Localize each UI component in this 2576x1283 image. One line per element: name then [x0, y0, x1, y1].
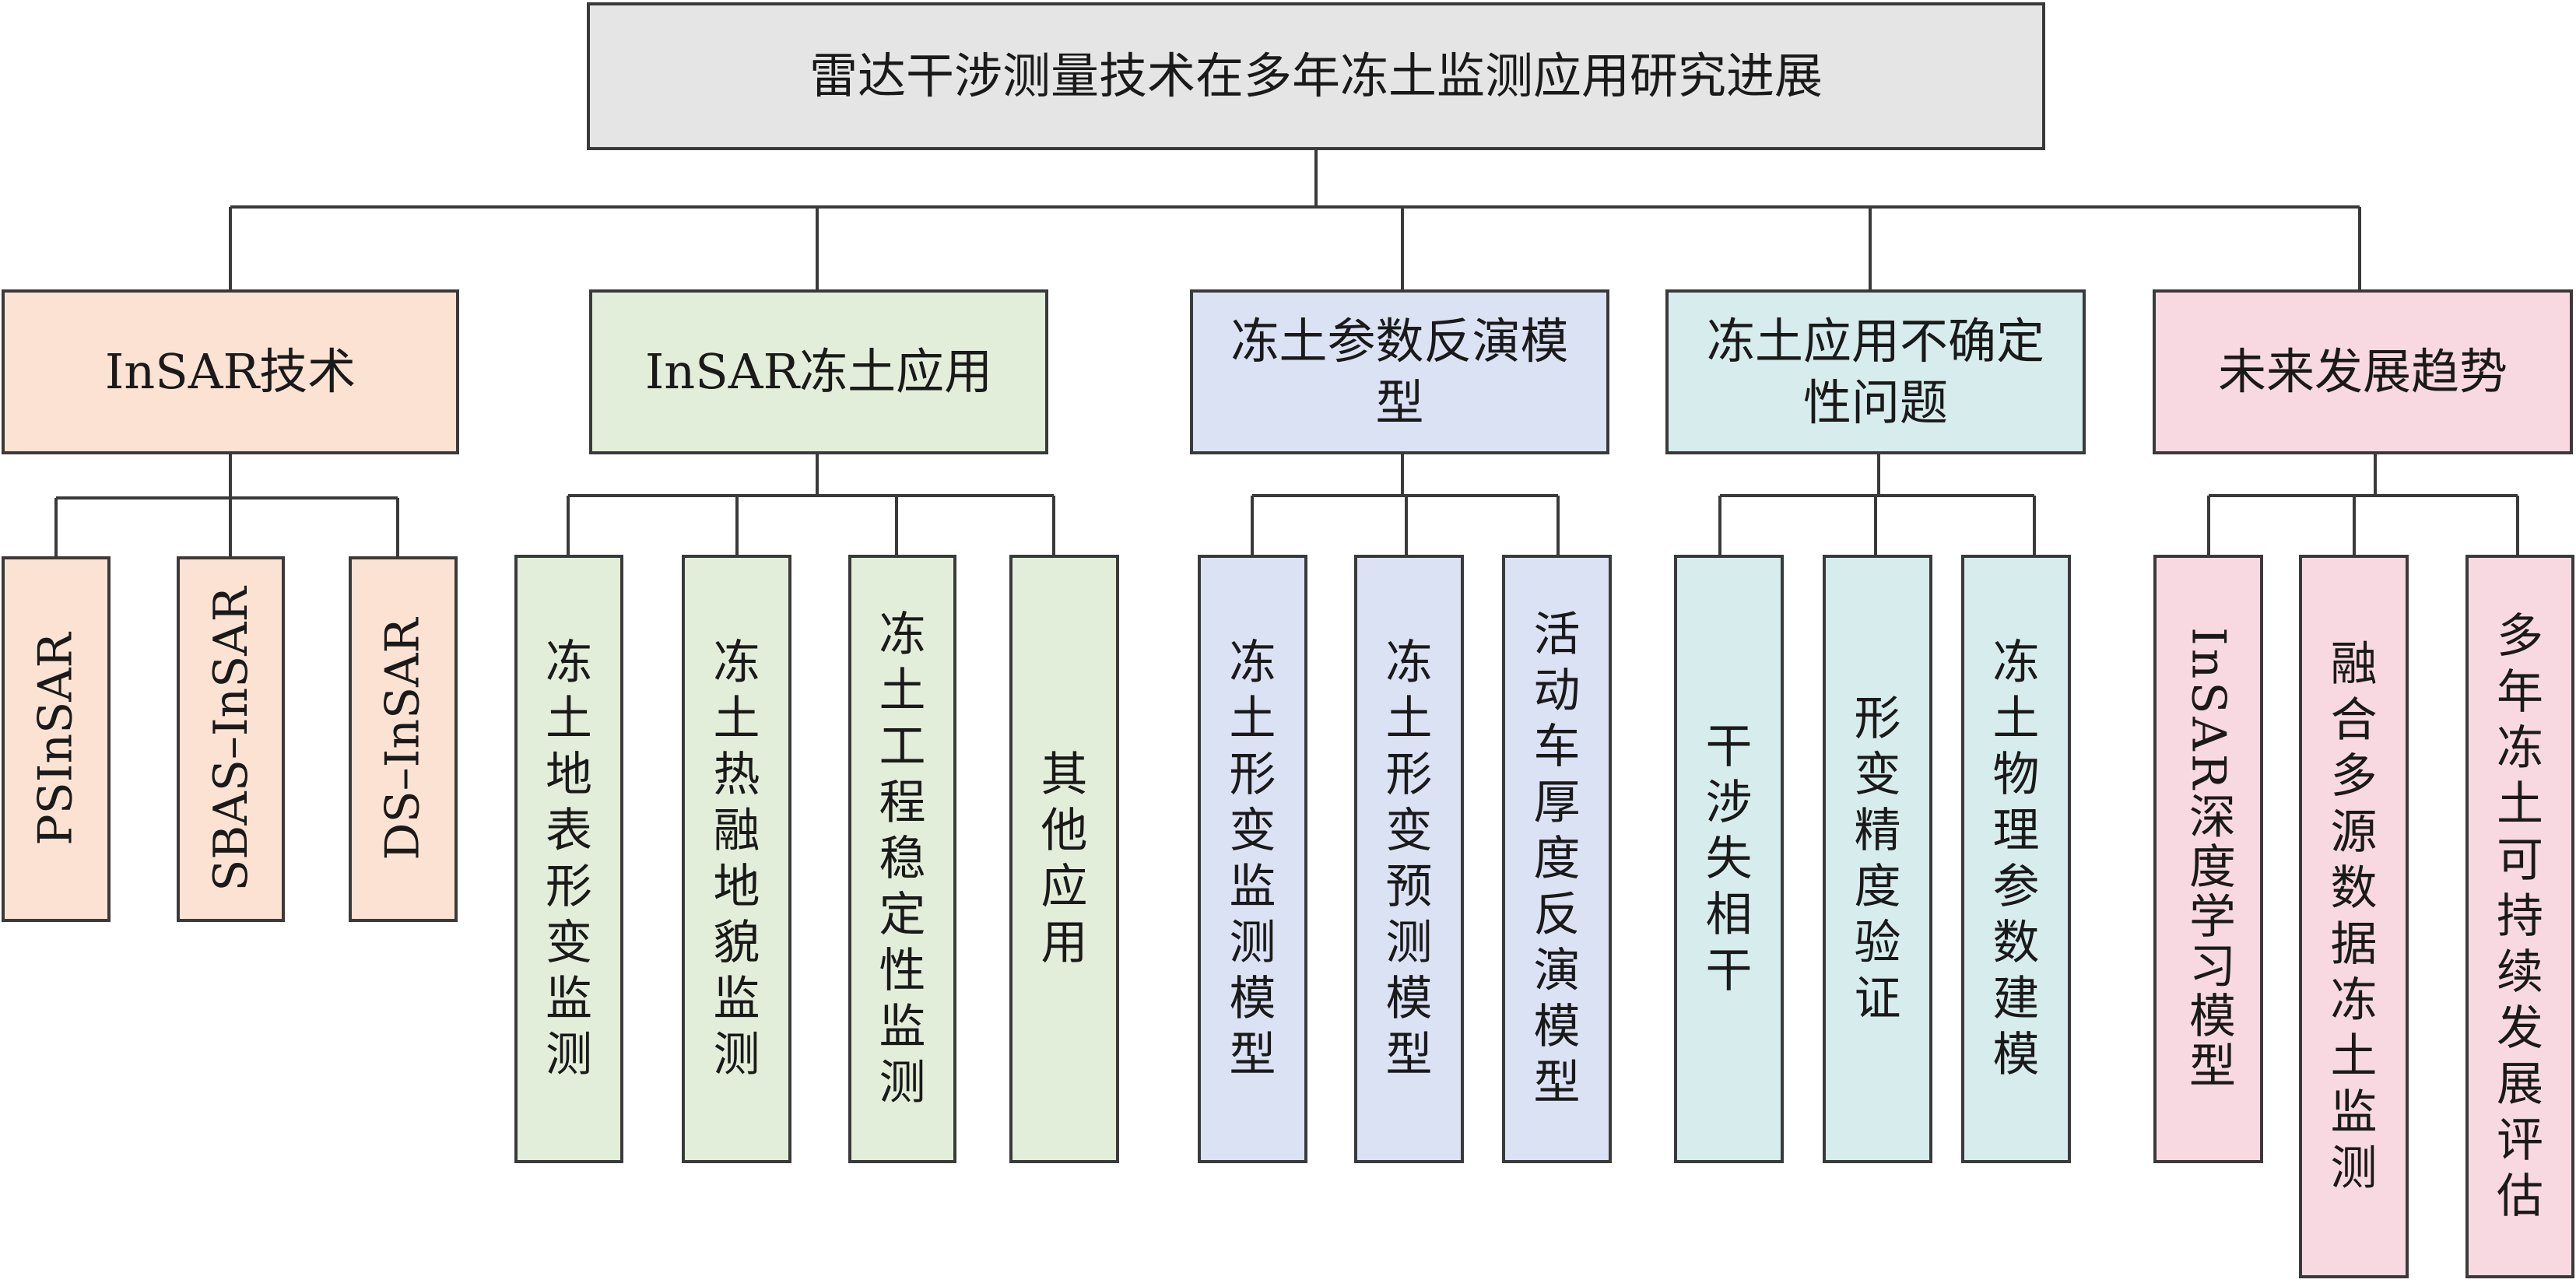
- category-title: 冻土参数反演模型: [1230, 312, 1569, 431]
- leaf-label: 冻土形变预测模型: [1385, 636, 1433, 1082]
- leaf-box-5-2: 融合多源数据冻土监测: [2299, 555, 2409, 1278]
- leaf-box-1-1: PSInSAR: [2, 556, 111, 922]
- leaf-label: 冻土工程稳定性监测: [879, 608, 926, 1110]
- leaf-box-4-3: 冻土物理参数建模: [1961, 555, 2071, 1163]
- category-box-5: 未来发展趋势: [2153, 289, 2573, 454]
- category-box-3: 冻土参数反演模型: [1190, 289, 1609, 454]
- leaf-label: 活动车厚度反演模型: [1533, 608, 1581, 1110]
- leaf-box-3-3: 活动车厚度反演模型: [1502, 555, 1612, 1163]
- leaf-label: SBAS–InSAR: [203, 587, 258, 892]
- leaf-label: DS–InSAR: [376, 618, 431, 861]
- leaf-box-4-1: 干涉失相干: [1674, 555, 1784, 1163]
- leaf-box-5-3: 多年冻土可持续发展评估: [2465, 555, 2574, 1278]
- category-title: 未来发展趋势: [2217, 343, 2508, 401]
- leaf-label: 融合多源数据冻土监测: [2330, 637, 2378, 1196]
- leaf-box-4-2: 形变精度验证: [1823, 555, 1932, 1163]
- category-title: 冻土应用不确定性问题: [1706, 312, 2044, 431]
- root-title-box: 雷达干涉测量技术在多年冻土监测应用研究进展: [587, 2, 2045, 150]
- leaf-box-5-1: InSAR深度学习模型: [2153, 555, 2263, 1163]
- leaf-label: 冻土地表形变监测: [546, 636, 592, 1082]
- leaf-box-1-3: DS–InSAR: [349, 556, 458, 922]
- leaf-box-3-1: 冻土形变监测模型: [1198, 555, 1307, 1163]
- leaf-label: 形变精度验证: [1854, 692, 1901, 1026]
- category-box-4: 冻土应用不确定性问题: [1665, 289, 2086, 454]
- leaf-box-1-2: SBAS–InSAR: [177, 556, 285, 922]
- leaf-box-2-1: 冻土地表形变监测: [514, 555, 623, 1163]
- leaf-label: 其他应用: [1041, 748, 1088, 970]
- leaf-label: 冻土物理参数建模: [1992, 636, 2040, 1082]
- leaf-label: PSInSAR: [29, 633, 83, 846]
- category-title: InSAR冻土应用: [644, 343, 993, 401]
- leaf-label: 冻土形变监测模型: [1229, 636, 1276, 1082]
- category-box-1: InSAR技术: [2, 289, 459, 454]
- category-box-2: InSAR冻土应用: [589, 289, 1048, 454]
- category-title: InSAR技术: [104, 343, 356, 401]
- leaf-label: 冻土热融地貌监测: [713, 636, 760, 1082]
- leaf-box-3-2: 冻土形变预测模型: [1354, 555, 1464, 1163]
- leaf-box-2-2: 冻土热融地貌监测: [682, 555, 791, 1163]
- leaf-label: 干涉失相干: [1705, 720, 1753, 998]
- leaf-label: 多年冻土可持续发展评估: [2497, 609, 2543, 1224]
- leaf-box-2-4: 其他应用: [1009, 555, 1119, 1163]
- leaf-box-2-3: 冻土工程稳定性监测: [848, 555, 956, 1163]
- leaf-label: InSAR深度学习模型: [2181, 627, 2236, 1091]
- root-title: 雷达干涉测量技术在多年冻土监测应用研究进展: [809, 47, 1823, 105]
